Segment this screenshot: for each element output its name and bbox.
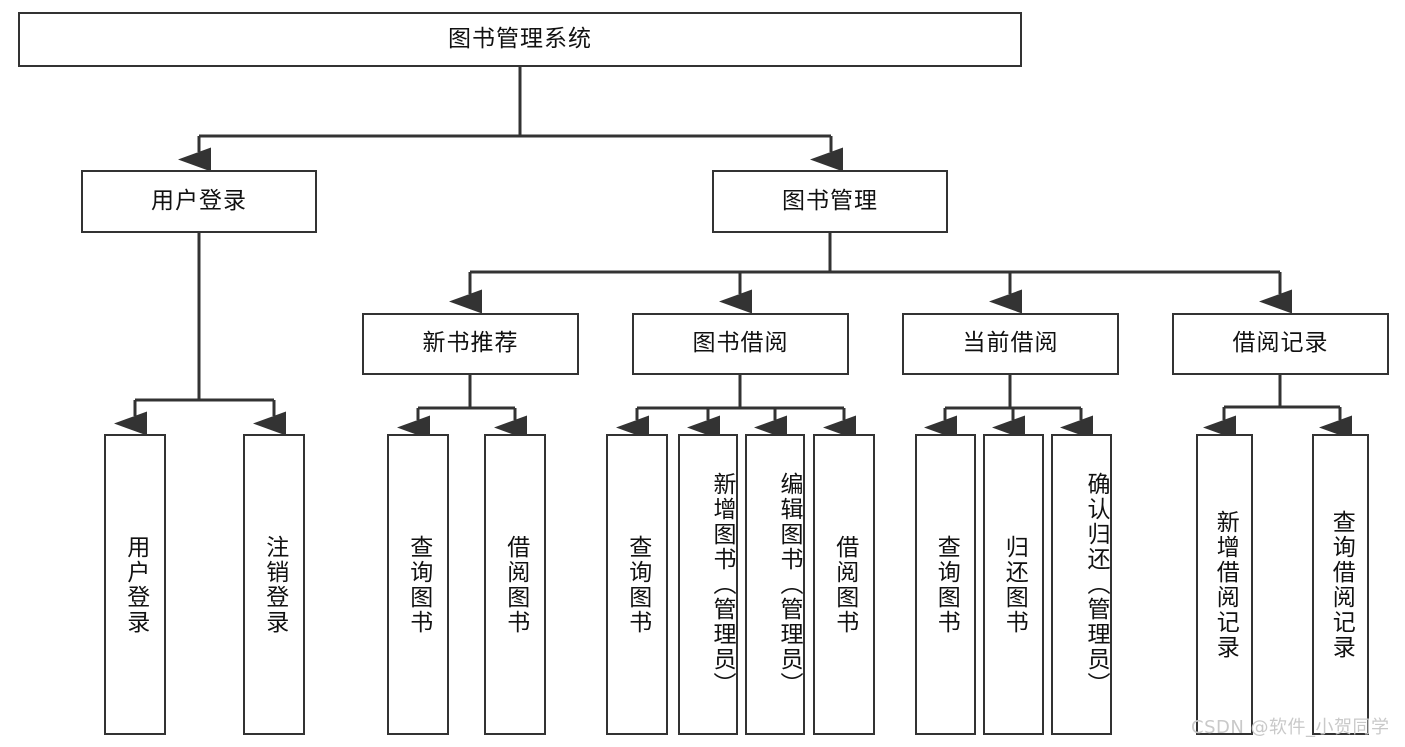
leaf-return-book[interactable]: 归还图书: [983, 434, 1044, 735]
node-user-login[interactable]: 用户登录: [81, 170, 317, 233]
leaf-return-book-label: 归还图书: [1001, 534, 1028, 635]
node-book-management-label: 图书管理: [782, 187, 878, 214]
leaf-query-book-borrow[interactable]: 查询图书: [606, 434, 668, 735]
node-borrow-records[interactable]: 借阅记录: [1172, 313, 1389, 375]
leaf-borrow-book[interactable]: 借阅图书: [813, 434, 875, 735]
node-user-login-label: 用户登录: [151, 187, 247, 214]
leaf-query-book-borrow-label: 查询图书: [624, 534, 651, 635]
leaf-add-borrow-record-label: 新增借阅记录: [1212, 509, 1239, 660]
leaf-edit-book-admin-label: 编辑图书（管理员）: [776, 472, 802, 697]
leaf-query-book-recommend-label: 查询图书: [405, 534, 432, 635]
leaf-user-login-label: 用户登录: [122, 534, 149, 635]
leaf-borrow-book-label: 借阅图书: [831, 534, 858, 635]
leaf-query-book-recommend[interactable]: 查询图书: [387, 434, 449, 735]
leaf-add-book-admin[interactable]: 新增图书（管理员）: [678, 434, 738, 735]
node-new-book-recommend[interactable]: 新书推荐: [362, 313, 579, 375]
leaf-logout[interactable]: 注销登录: [243, 434, 305, 735]
node-book-management[interactable]: 图书管理: [712, 170, 948, 233]
csdn-watermark: CSDN @软件_小贺同学: [1191, 717, 1390, 738]
leaf-borrow-book-recommend[interactable]: 借阅图书: [484, 434, 546, 735]
node-book-borrow-label: 图书借阅: [692, 330, 789, 357]
leaf-add-borrow-record[interactable]: 新增借阅记录: [1196, 434, 1253, 735]
leaf-query-book-current[interactable]: 查询图书: [915, 434, 976, 735]
leaf-confirm-return-admin[interactable]: 确认归还（管理员）: [1051, 434, 1112, 735]
node-current-borrow-label: 当前借阅: [962, 330, 1059, 357]
leaf-query-borrow-record[interactable]: 查询借阅记录: [1312, 434, 1369, 735]
node-borrow-records-label: 借阅记录: [1232, 330, 1329, 357]
leaf-confirm-return-admin-label: 确认归还（管理员）: [1083, 472, 1109, 697]
leaf-query-book-current-label: 查询图书: [933, 534, 960, 635]
leaf-edit-book-admin[interactable]: 编辑图书（管理员）: [745, 434, 805, 735]
leaf-borrow-book-recommend-label: 借阅图书: [502, 534, 529, 635]
node-book-borrow[interactable]: 图书借阅: [632, 313, 849, 375]
node-root-label: 图书管理系统: [448, 25, 592, 52]
leaf-query-borrow-record-label: 查询借阅记录: [1328, 509, 1355, 660]
node-current-borrow[interactable]: 当前借阅: [902, 313, 1119, 375]
leaf-add-book-admin-label: 新增图书（管理员）: [709, 472, 735, 697]
node-new-book-recommend-label: 新书推荐: [422, 330, 519, 357]
leaf-logout-label: 注销登录: [261, 534, 288, 635]
leaf-user-login[interactable]: 用户登录: [104, 434, 166, 735]
node-root[interactable]: 图书管理系统: [18, 12, 1022, 67]
